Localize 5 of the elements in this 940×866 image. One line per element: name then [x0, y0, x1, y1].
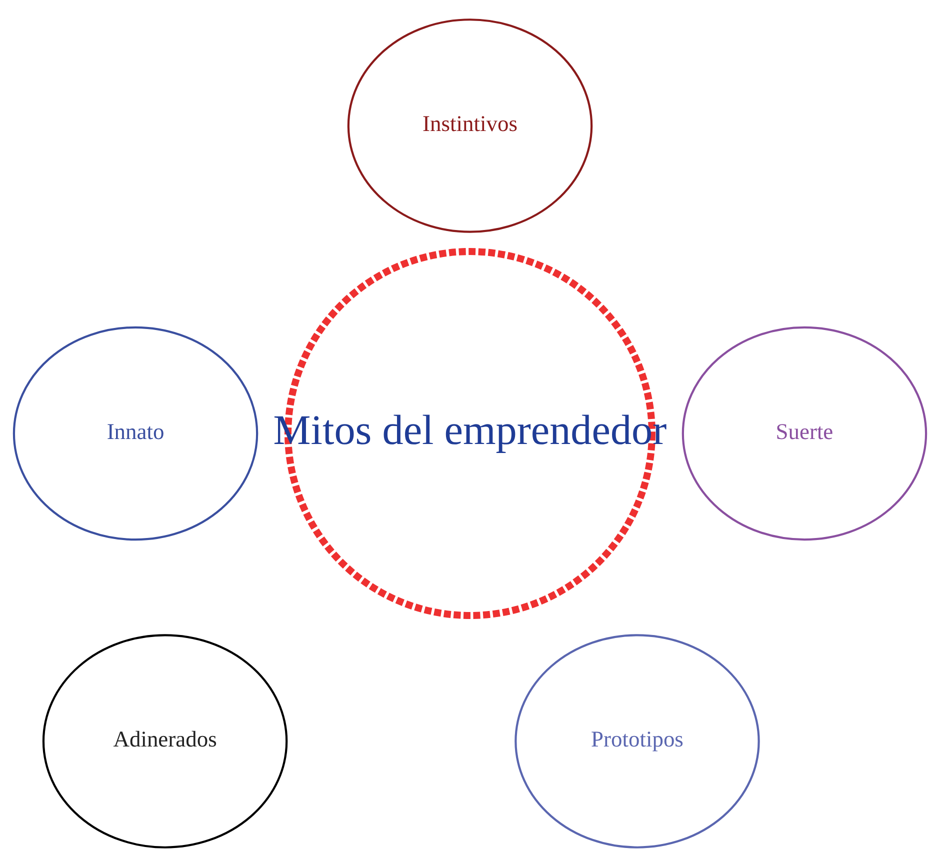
- node-ellipse: Suerte: [682, 326, 928, 540]
- node-ellipse: Adinerados: [42, 634, 288, 848]
- node-ellipse: Innato: [12, 326, 258, 540]
- node-ellipse: Instintivos: [347, 18, 593, 232]
- node-ellipse: Prototipos: [514, 634, 760, 848]
